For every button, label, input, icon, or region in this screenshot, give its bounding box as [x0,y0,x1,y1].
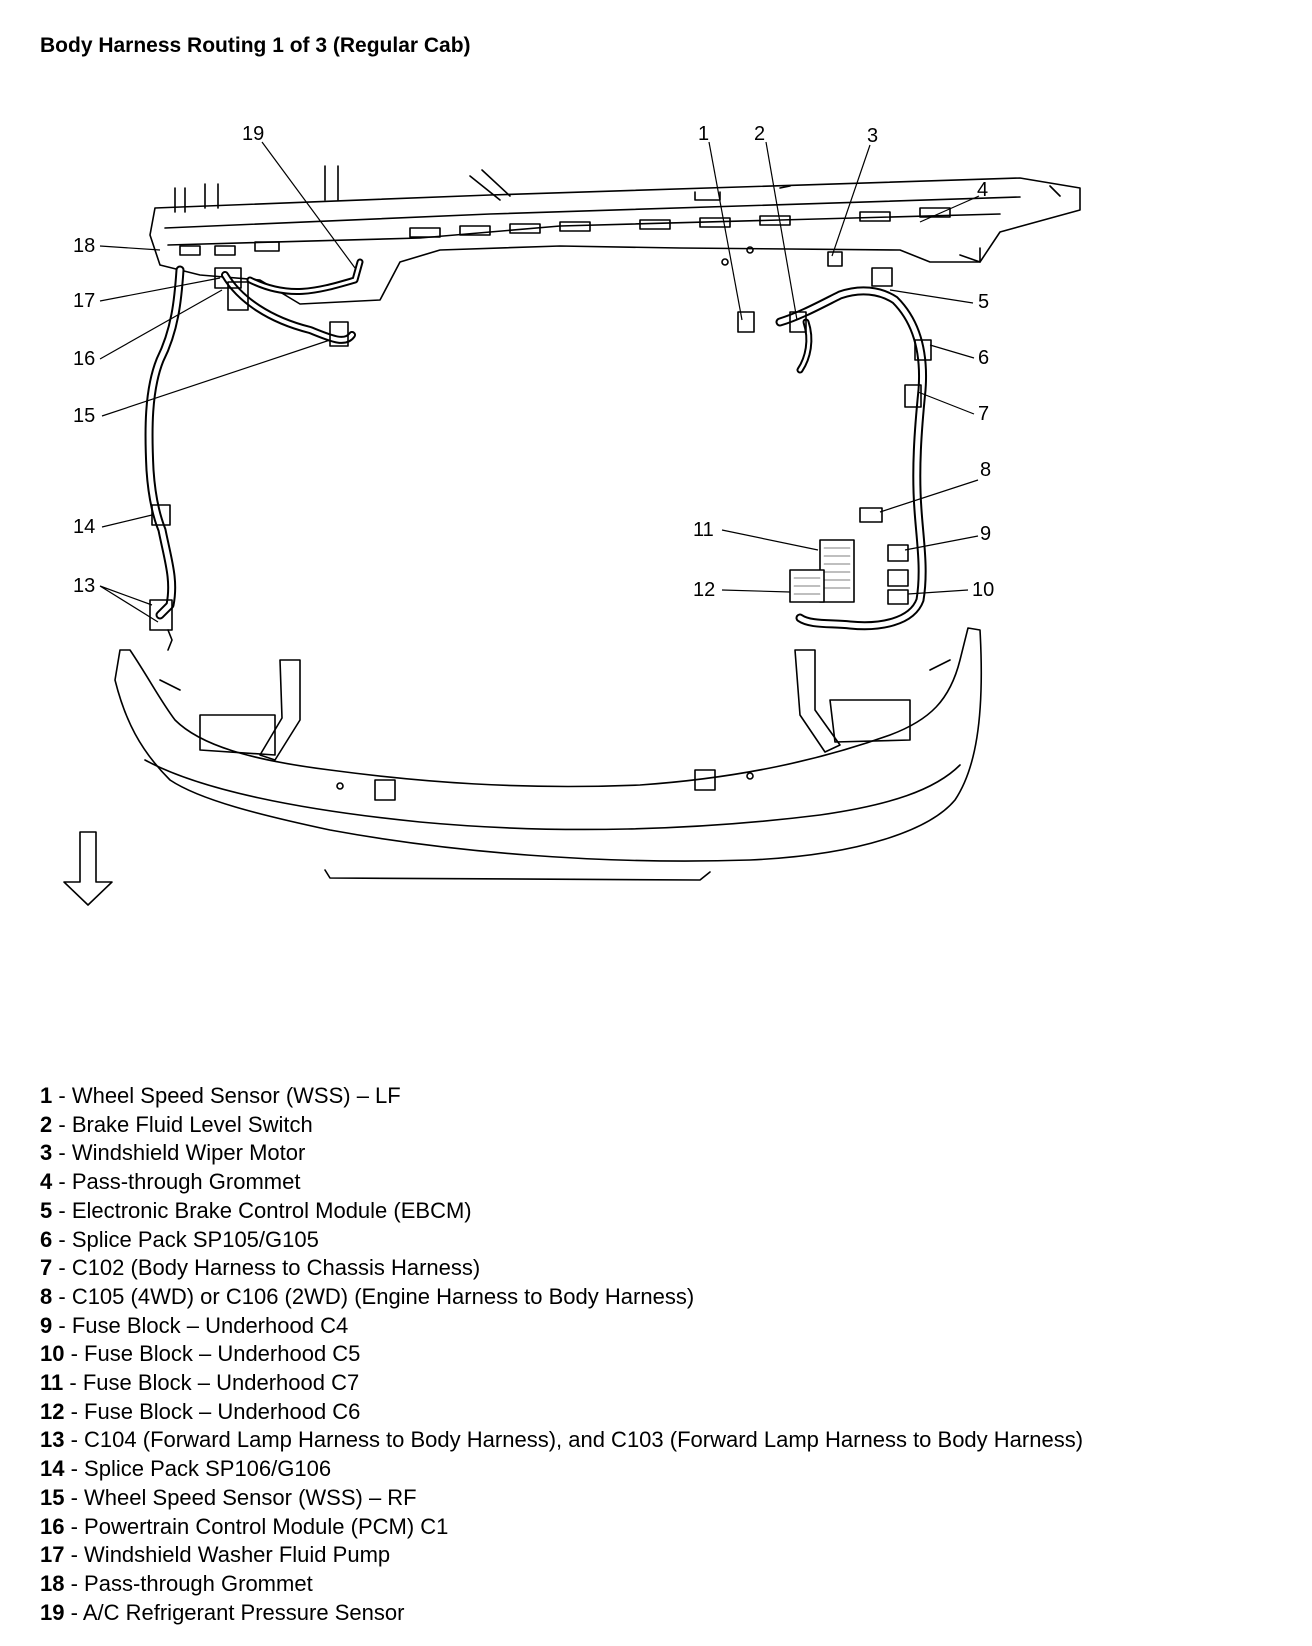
harness-routing-diagram: 1 2 3 4 5 6 7 8 9 10 11 12 13 14 15 16 1… [63,123,1081,906]
legend-number: 4 [40,1169,53,1195]
callout-5: 5 [978,291,989,313]
legend-number: 12 [40,1398,65,1424]
legend-number: 7 [40,1255,53,1281]
callout-7: 7 [978,403,989,425]
legend-text: Pass-through Grommet [71,1169,301,1195]
legend-item: 2 - Brake Fluid Level Switch [40,1111,313,1137]
legend-number: 14 [40,1456,65,1482]
legend-item: 5 - Electronic Brake Control Module (EBC… [40,1197,472,1223]
legend-text: Electronic Brake Control Module (EBCM) [71,1197,472,1223]
callout-9: 9 [980,523,991,545]
legend-number: 8 [40,1283,53,1309]
callout-2: 2 [754,123,765,145]
legend-text: Splice Pack SP105/G105 [71,1226,319,1252]
legend-text: Wheel Speed Sensor (WSS) – LF [71,1083,401,1108]
legend-item: 17 - Windshield Washer Fluid Pump [40,1542,391,1568]
legend-item: 7 - C102 (Body Harness to Chassis Harnes… [40,1255,481,1281]
legend-item: 1 - Wheel Speed Sensor (WSS) – LF [40,1083,401,1108]
legend-number: 16 [40,1513,65,1539]
legend-number: 6 [40,1226,53,1252]
legend-number: 13 [40,1427,65,1453]
legend-item: 19 - A/C Refrigerant Pressure Sensor [40,1599,405,1625]
legend-number: 18 [40,1570,65,1596]
legend-item: 15 - Wheel Speed Sensor (WSS) – RF [40,1484,417,1510]
legend-text: Fuse Block – Underhood C5 [84,1341,361,1367]
legend-number: 5 [40,1197,53,1223]
legend-item: 6 - Splice Pack SP105/G105 [40,1226,319,1252]
legend-number: 2 [40,1111,53,1137]
legend-text: C105 (4WD) or C106 (2WD) (Engine Harness… [71,1283,695,1309]
legend-number: 15 [40,1484,65,1510]
callout-leaders [99,141,980,623]
forward-direction-icon [63,831,113,906]
callout-10: 10 [972,579,994,601]
callout-1: 1 [698,123,709,145]
legend-item: 9 - Fuse Block – Underhood C4 [40,1312,349,1338]
callout-11: 11 [693,519,714,541]
legend-item: 18 - Pass-through Grommet [40,1570,313,1596]
legend-number: 1 [40,1083,53,1108]
page-title: Body Harness Routing 1 of 3 (Regular Cab… [40,34,471,57]
legend-item: 3 - Windshield Wiper Motor [40,1140,306,1166]
callout-16: 16 [73,348,95,370]
callout-3: 3 [867,125,878,147]
callout-6: 6 [978,347,989,369]
component-legend: 1 - Wheel Speed Sensor (WSS) – LF 2 - Br… [40,1082,1083,1627]
legend-item: 16 - Powertrain Control Module (PCM) C1 [40,1513,449,1539]
legend-item: 8 - C105 (4WD) or C106 (2WD) (Engine Har… [40,1283,695,1309]
legend-number: 11 [40,1370,64,1396]
callout-labels: 1 2 3 4 5 6 7 8 9 10 11 12 13 14 15 16 1… [73,123,994,601]
callout-12: 12 [693,579,715,601]
harness-left [144,258,364,651]
legend-text: Powertrain Control Module (PCM) C1 [84,1513,449,1539]
legend-text: Fuse Block – Underhood C4 [71,1312,349,1338]
legend-text: A/C Refrigerant Pressure Sensor [82,1599,405,1625]
legend-item: 14 - Splice Pack SP106/G106 [40,1456,332,1482]
legend-text: Fuse Block – Underhood C7 [82,1370,360,1396]
cowl-panel [149,165,1081,305]
legend-number: 17 [40,1542,65,1568]
legend-item: 10 - Fuse Block – Underhood C5 [40,1341,361,1367]
front-bumper [114,627,983,881]
callout-18: 18 [73,235,95,257]
legend-text: Wheel Speed Sensor (WSS) – RF [84,1484,417,1510]
legend-text: Windshield Wiper Motor [71,1140,306,1166]
callout-19: 19 [242,123,264,145]
legend-number: 19 [40,1599,65,1625]
legend-item: 13 - C104 (Forward Lamp Harness to Body … [40,1427,1084,1453]
callout-15: 15 [73,405,95,427]
callout-17: 17 [73,290,95,312]
legend-item: 4 - Pass-through Grommet [40,1169,301,1195]
legend-text: Windshield Washer Fluid Pump [84,1542,391,1568]
callout-14: 14 [73,516,95,538]
harness-right [737,251,932,631]
legend-text: C104 (Forward Lamp Harness to Body Harne… [84,1427,1084,1453]
legend-text: Pass-through Grommet [84,1570,313,1596]
legend-text: C102 (Body Harness to Chassis Harness) [71,1255,481,1281]
legend-text: Fuse Block – Underhood C6 [84,1398,361,1424]
legend-text: Brake Fluid Level Switch [71,1111,313,1137]
legend-number: 9 [40,1312,53,1338]
legend-text: Splice Pack SP106/G106 [84,1456,332,1482]
legend-item: 12 - Fuse Block – Underhood C6 [40,1398,361,1424]
legend-number: 10 [40,1341,65,1367]
legend-number: 3 [40,1140,53,1166]
callout-4: 4 [977,179,988,201]
callout-8: 8 [980,459,991,481]
callout-13: 13 [73,575,95,597]
legend-item: 11 - Fuse Block – Underhood C7 [40,1370,360,1396]
